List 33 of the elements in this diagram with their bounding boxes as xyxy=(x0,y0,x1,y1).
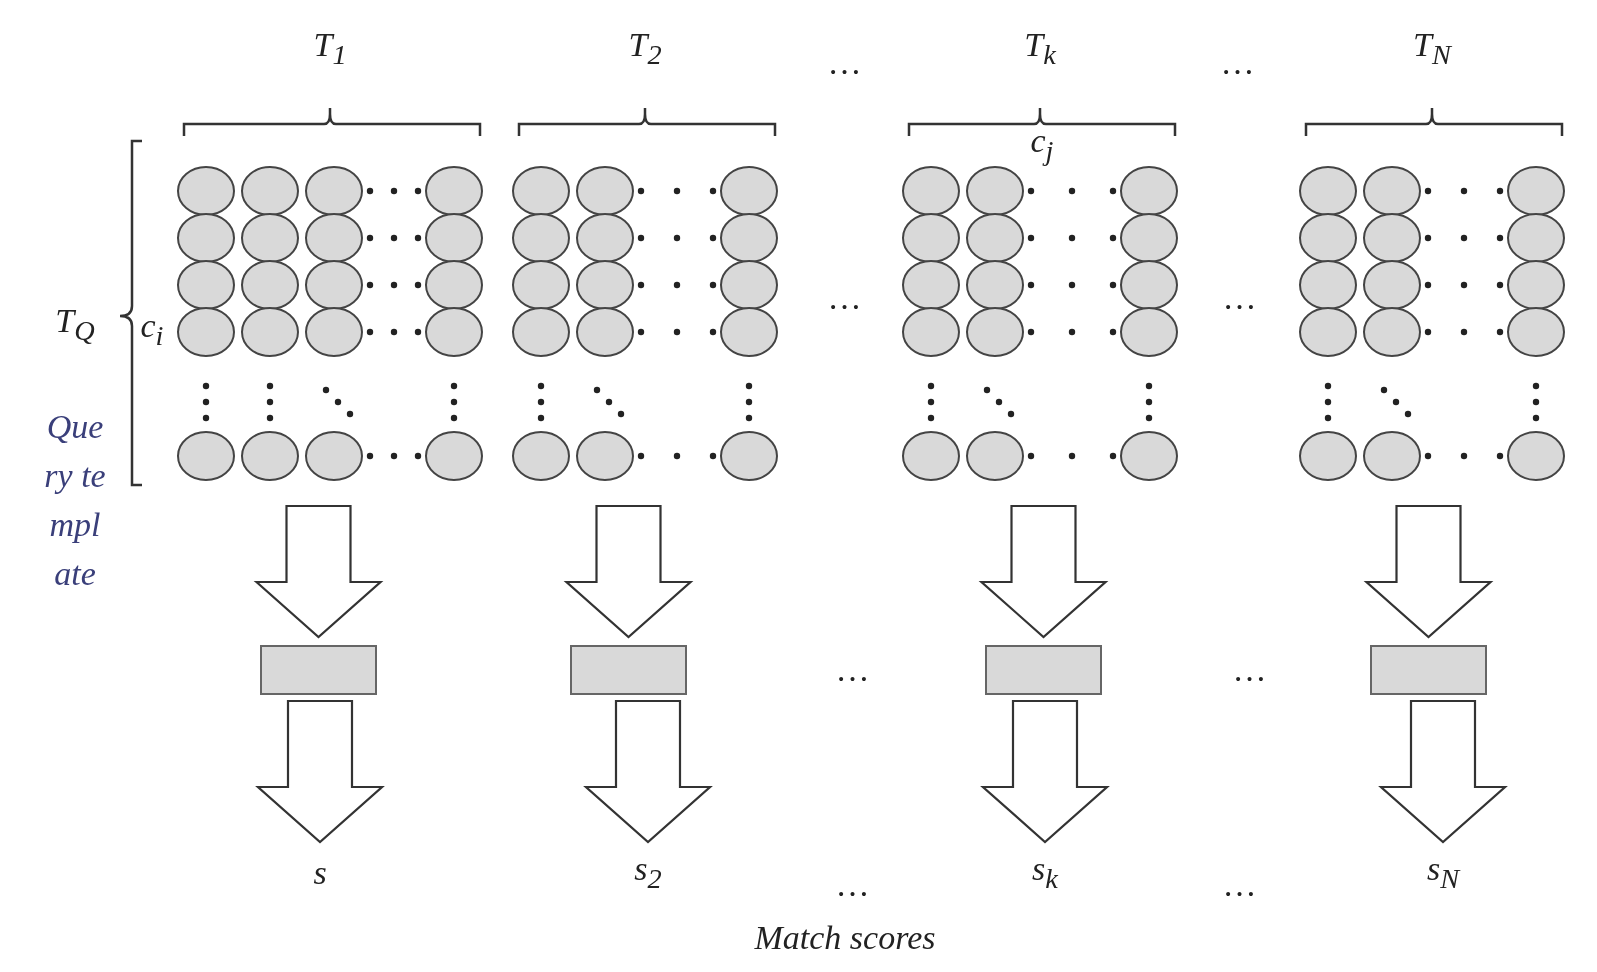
block-arrow xyxy=(563,504,694,639)
score-label: s$_{k}$ xyxy=(1032,851,1058,894)
block-arrow xyxy=(583,699,713,844)
block-arrow xyxy=(255,699,385,844)
process-box xyxy=(260,645,377,695)
matrix-label: T$_{Q}$ xyxy=(55,304,95,346)
ellipsis: … xyxy=(1224,281,1256,315)
process-box xyxy=(570,645,687,695)
score-label: s$_{N}$ xyxy=(1426,851,1460,894)
ellipsis: … xyxy=(1222,46,1254,80)
block-arrow xyxy=(980,699,1110,844)
block-arrow xyxy=(1378,699,1508,844)
ellipsis: … xyxy=(837,868,869,902)
template-label: T$_{k}$ xyxy=(1024,28,1056,70)
ellipsis: … xyxy=(837,653,869,687)
process-box xyxy=(985,645,1102,695)
axis-title: Query template xyxy=(44,407,106,594)
matrix-label: c$_{i}$ xyxy=(140,309,164,351)
block-arrow xyxy=(978,504,1109,639)
template-label: T$_{1}$ xyxy=(313,28,347,70)
block-arrow xyxy=(1363,504,1494,639)
block-arrow xyxy=(253,504,384,639)
ellipsis: … xyxy=(829,46,861,80)
matrix-label: c$_{j}$ xyxy=(1030,124,1054,166)
process-box xyxy=(1370,645,1487,695)
ellipsis: … xyxy=(1234,653,1266,687)
ellipsis: … xyxy=(829,281,861,315)
score-label: s$_{2}$ xyxy=(634,851,662,894)
score-label: s xyxy=(313,855,327,890)
template-label: T$_{N}$ xyxy=(1413,28,1451,70)
ellipsis: … xyxy=(1224,868,1256,902)
template-label: T$_{2}$ xyxy=(628,28,662,70)
axis-title: Match scores xyxy=(754,921,936,955)
